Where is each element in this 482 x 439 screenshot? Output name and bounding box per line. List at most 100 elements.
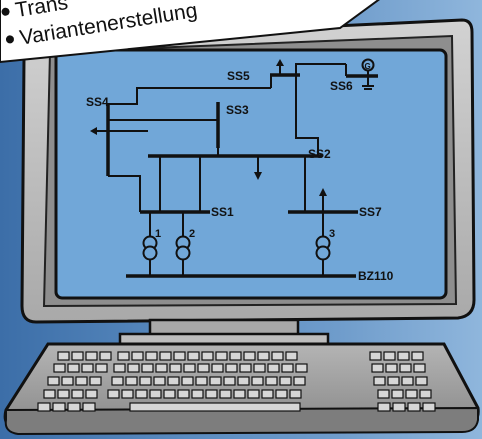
keyboard-key[interactable]	[215, 351, 228, 361]
keyboard-key[interactable]	[75, 376, 88, 386]
keyboard-key[interactable]	[145, 351, 158, 361]
keyboard-key[interactable]	[211, 363, 224, 373]
keyboard-key[interactable]	[177, 389, 190, 399]
label-ss4: SS4	[86, 95, 109, 109]
keyboard-key[interactable]	[81, 363, 94, 373]
keyboard-key[interactable]	[195, 376, 208, 386]
keyboard-key[interactable]	[229, 351, 242, 361]
keyboard-key[interactable]	[167, 376, 180, 386]
keyboard-key[interactable]	[261, 389, 274, 399]
keyboard-key[interactable]	[183, 363, 196, 373]
keyboard-key[interactable]	[155, 363, 168, 373]
keyboard-key[interactable]	[67, 363, 80, 373]
label-generator: G	[365, 62, 371, 71]
keyboard-key[interactable]	[121, 389, 134, 399]
keyboard-key[interactable]	[141, 363, 154, 373]
keyboard-key[interactable]	[187, 351, 200, 361]
keyboard-key[interactable]	[415, 376, 428, 386]
keyboard-key[interactable]	[139, 376, 152, 386]
keyboard-key[interactable]	[71, 351, 84, 361]
keyboard-key[interactable]	[377, 402, 391, 412]
keyboard-key[interactable]	[225, 363, 238, 373]
keyboard-key[interactable]	[135, 389, 148, 399]
keyboard-key[interactable]	[201, 351, 214, 361]
keyboard-key[interactable]	[369, 351, 382, 361]
keyboard-key[interactable]	[281, 363, 294, 373]
keyboard-key[interactable]	[131, 351, 144, 361]
keyboard-key[interactable]	[289, 389, 302, 399]
keyboard-key[interactable]	[95, 363, 108, 373]
keyboard-key[interactable]	[392, 402, 406, 412]
keyboard-key[interactable]	[401, 376, 414, 386]
keyboard-key[interactable]	[422, 402, 436, 412]
keyboard-spacebar[interactable]	[129, 402, 301, 412]
keyboard-key[interactable]	[233, 389, 246, 399]
keyboard-key[interactable]	[163, 389, 176, 399]
keyboard-key[interactable]	[181, 376, 194, 386]
keyboard-key[interactable]	[53, 363, 66, 373]
keyboard-key[interactable]	[411, 351, 424, 361]
keyboard-key[interactable]	[257, 351, 270, 361]
keyboard-key[interactable]	[153, 376, 166, 386]
keyboard-key[interactable]	[71, 389, 84, 399]
keyboard-key[interactable]	[169, 363, 182, 373]
keyboard-key[interactable]	[243, 351, 256, 361]
keyboard-key[interactable]	[275, 389, 288, 399]
keyboard-key[interactable]	[385, 363, 398, 373]
keyboard-key[interactable]	[279, 376, 292, 386]
keyboard-key[interactable]	[383, 351, 396, 361]
keyboard-key[interactable]	[253, 363, 266, 373]
keyboard-key[interactable]	[113, 363, 126, 373]
keyboard-key[interactable]	[85, 351, 98, 361]
keyboard-key[interactable]	[373, 376, 386, 386]
keyboard-key[interactable]	[43, 389, 56, 399]
keyboard-key[interactable]	[173, 351, 186, 361]
keyboard-key[interactable]	[61, 376, 74, 386]
keyboard-key[interactable]	[237, 376, 250, 386]
keyboard-key[interactable]	[265, 376, 278, 386]
keyboard-key[interactable]	[295, 363, 308, 373]
keyboard-key[interactable]	[223, 376, 236, 386]
keyboard-key[interactable]	[111, 376, 124, 386]
keyboard-key[interactable]	[149, 389, 162, 399]
keyboard-key[interactable]	[117, 351, 130, 361]
keyboard-key[interactable]	[397, 351, 410, 361]
keyboard-key[interactable]	[399, 363, 412, 373]
keyboard-key[interactable]	[197, 363, 210, 373]
keyboard-key[interactable]	[85, 389, 98, 399]
keyboard-key[interactable]	[285, 351, 298, 361]
keyboard-key[interactable]	[191, 389, 204, 399]
keyboard-key[interactable]	[159, 351, 172, 361]
keyboard-key[interactable]	[413, 363, 426, 373]
keyboard-key[interactable]	[247, 389, 260, 399]
keyboard-key[interactable]	[82, 402, 96, 412]
keyboard-key[interactable]	[419, 389, 432, 399]
keyboard-key[interactable]	[377, 389, 390, 399]
keyboard-key[interactable]	[205, 389, 218, 399]
keyboard-key[interactable]	[127, 363, 140, 373]
keyboard-key[interactable]	[239, 363, 252, 373]
keyboard-key[interactable]	[47, 376, 60, 386]
keyboard-key[interactable]	[271, 351, 284, 361]
keyboard-key[interactable]	[57, 389, 70, 399]
label-transformer-2: 2	[189, 228, 195, 240]
keyboard-key[interactable]	[293, 376, 306, 386]
keyboard-key[interactable]	[89, 376, 102, 386]
keyboard-key[interactable]	[267, 363, 280, 373]
keyboard-key[interactable]	[52, 402, 66, 412]
keyboard-key[interactable]	[107, 389, 120, 399]
keyboard-key[interactable]	[57, 351, 70, 361]
keyboard-key[interactable]	[387, 376, 400, 386]
keyboard-key[interactable]	[251, 376, 264, 386]
keyboard-key[interactable]	[37, 402, 51, 412]
keyboard-key[interactable]	[209, 376, 222, 386]
keyboard-key[interactable]	[219, 389, 232, 399]
keyboard-key[interactable]	[67, 402, 81, 412]
keyboard-key[interactable]	[99, 351, 112, 361]
keyboard-key[interactable]	[391, 389, 404, 399]
keyboard-key[interactable]	[371, 363, 384, 373]
keyboard-key[interactable]	[407, 402, 421, 412]
keyboard-key[interactable]	[405, 389, 418, 399]
keyboard-key[interactable]	[125, 376, 138, 386]
